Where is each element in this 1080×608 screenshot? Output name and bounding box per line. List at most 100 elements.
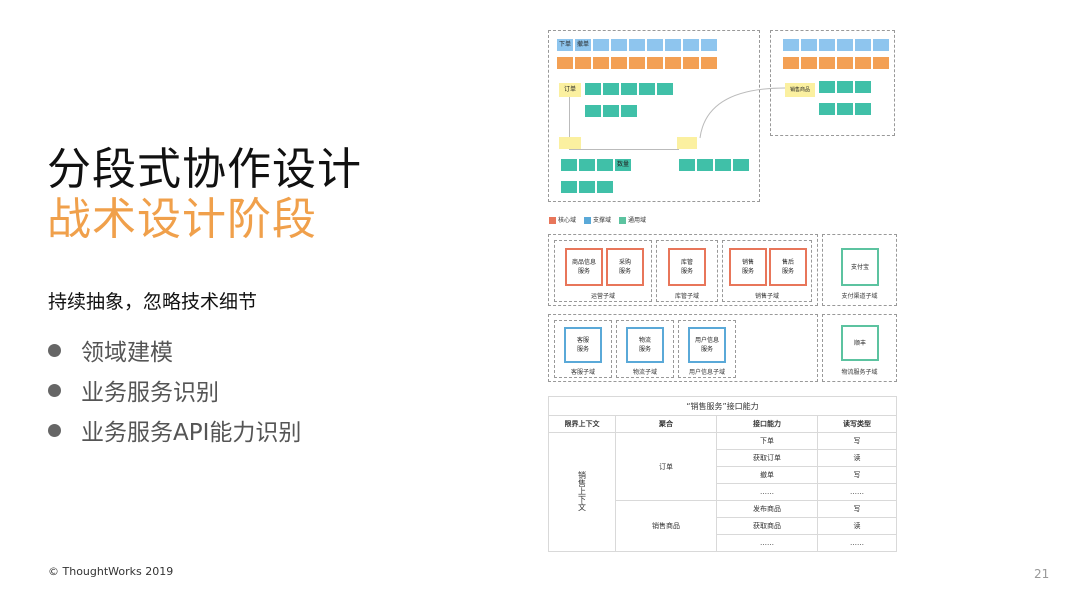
page-number: 21 bbox=[1034, 567, 1050, 581]
connector-line bbox=[569, 149, 679, 150]
bullet-item: 领域建模 bbox=[48, 330, 301, 370]
sticky-orange bbox=[683, 57, 699, 69]
sticky-teal bbox=[621, 83, 637, 95]
sticky-blue bbox=[611, 39, 627, 51]
sticky-orange bbox=[873, 57, 889, 69]
sticky-teal bbox=[715, 159, 731, 171]
sticky-teal bbox=[603, 105, 619, 117]
table-row: …… …… bbox=[549, 534, 897, 552]
sticky-yellow bbox=[677, 137, 697, 149]
sticky-orange bbox=[647, 57, 663, 69]
sticky-teal-quantity: 数量 bbox=[615, 159, 631, 171]
sticky-teal bbox=[561, 159, 577, 171]
event-storm-panel: 下单 撤单 订单 数量 bbox=[548, 30, 760, 202]
service-sf-express: 顺丰 bbox=[841, 325, 879, 361]
subdomain-label: 销售子域 bbox=[754, 293, 779, 300]
subdomain-logistics bbox=[616, 320, 674, 378]
subdomain-label: 支付渠道子域 bbox=[841, 293, 878, 300]
sticky-teal bbox=[837, 81, 853, 93]
bullet-dot-icon bbox=[48, 383, 61, 397]
legend-item-generic: 通用域 bbox=[619, 215, 646, 224]
sticky-orange bbox=[611, 57, 627, 69]
title-line-1: 分段式协作设计 bbox=[47, 144, 362, 195]
sticky-blue bbox=[593, 39, 609, 51]
subdomain-label: 运营子域 bbox=[590, 293, 615, 300]
subdomain-ops bbox=[554, 240, 652, 302]
sticky-blue bbox=[783, 39, 799, 51]
subdomain-sales bbox=[722, 240, 812, 302]
sticky-blue bbox=[647, 39, 663, 51]
table-header: 聚合 bbox=[615, 415, 717, 433]
subdomain-logistics-service bbox=[822, 314, 897, 382]
sticky-teal bbox=[597, 159, 613, 171]
service-alipay: 支付宝 bbox=[841, 248, 879, 286]
subdomain-label: 物流服务子域 bbox=[841, 369, 878, 376]
subdomain-label: 用户信息子域 bbox=[688, 369, 725, 376]
sticky-blue bbox=[837, 39, 853, 51]
event-storm-panel-sales: 销售商品 bbox=[770, 30, 895, 136]
table-row: 获取商品 读 bbox=[549, 517, 897, 535]
table-header: 读写类型 bbox=[817, 415, 897, 433]
sticky-yellow-sales-goods: 销售商品 bbox=[785, 83, 815, 97]
sticky-teal bbox=[819, 81, 835, 93]
sticky-orange bbox=[665, 57, 681, 69]
connector-line bbox=[569, 97, 570, 137]
table-header: 限界上下文 bbox=[548, 415, 616, 433]
sticky-blue bbox=[683, 39, 699, 51]
bullet-list: 领域建模 业务服务识别 业务服务API能力识别 bbox=[48, 330, 301, 450]
footer-copyright: © ThoughtWorks 2019 bbox=[48, 565, 174, 578]
sticky-teal bbox=[579, 181, 595, 193]
sticky-teal bbox=[697, 159, 713, 171]
sticky-orange bbox=[855, 57, 871, 69]
sticky-teal bbox=[603, 83, 619, 95]
sticky-blue bbox=[665, 39, 681, 51]
subdomain-cs bbox=[554, 320, 612, 378]
sticky-teal bbox=[733, 159, 749, 171]
api-capability-table: “销售服务”接口能力 限界上下文 聚合 接口能力 读写类型 销售上下文 订单 下… bbox=[548, 396, 897, 552]
sticky-orange bbox=[575, 57, 591, 69]
sticky-teal bbox=[837, 103, 853, 115]
sticky-teal bbox=[585, 83, 601, 95]
sticky-blue bbox=[701, 39, 717, 51]
sticky-orange bbox=[801, 57, 817, 69]
sticky-blue bbox=[629, 39, 645, 51]
sticky-orange bbox=[701, 57, 717, 69]
sticky-orange bbox=[593, 57, 609, 69]
sticky-blue: 下单 bbox=[557, 39, 573, 51]
subdomain-label: 物流子域 bbox=[632, 369, 657, 376]
table-header: 接口能力 bbox=[716, 415, 818, 433]
service-user-info: 用户信息服务 bbox=[688, 327, 726, 363]
sticky-blue bbox=[801, 39, 817, 51]
sticky-teal bbox=[621, 105, 637, 117]
sticky-teal bbox=[597, 181, 613, 193]
bullet-item: 业务服务识别 bbox=[48, 370, 301, 410]
table-row: 获取订单 读 bbox=[549, 449, 897, 467]
sticky-yellow-order: 订单 bbox=[559, 83, 581, 97]
subdomain-inventory bbox=[656, 240, 718, 302]
sticky-teal bbox=[855, 103, 871, 115]
legend-item-support: 支撑域 bbox=[584, 215, 611, 224]
sticky-orange bbox=[783, 57, 799, 69]
service-customer-service: 客服服务 bbox=[564, 327, 602, 363]
subtitle: 持续抽象，忽略技术细节 bbox=[48, 291, 258, 313]
sticky-blue: 撤单 bbox=[575, 39, 591, 51]
aggregate-cell: 销售商品 bbox=[615, 500, 717, 552]
sticky-blue bbox=[819, 39, 835, 51]
sticky-yellow bbox=[559, 137, 581, 149]
sticky-teal bbox=[657, 83, 673, 95]
sticky-blue bbox=[873, 39, 889, 51]
sticky-orange bbox=[629, 57, 645, 69]
table-row: …… …… bbox=[549, 483, 897, 501]
sticky-blue bbox=[855, 39, 871, 51]
sticky-teal bbox=[639, 83, 655, 95]
legend: 核心域 支撑域 通用域 bbox=[549, 215, 646, 224]
service-logistics: 物流服务 bbox=[626, 327, 664, 363]
service-after-sales: 售后服务 bbox=[769, 248, 807, 286]
service-goods-info: 商品信息服务 bbox=[565, 248, 603, 286]
sticky-orange bbox=[819, 57, 835, 69]
bullet-dot-icon bbox=[48, 423, 61, 437]
sticky-teal bbox=[561, 181, 577, 193]
subdomain-label: 客服子域 bbox=[570, 369, 595, 376]
table-header-row: 限界上下文 聚合 接口能力 读写类型 bbox=[548, 415, 897, 433]
subdomain-label: 库管子域 bbox=[674, 293, 699, 300]
